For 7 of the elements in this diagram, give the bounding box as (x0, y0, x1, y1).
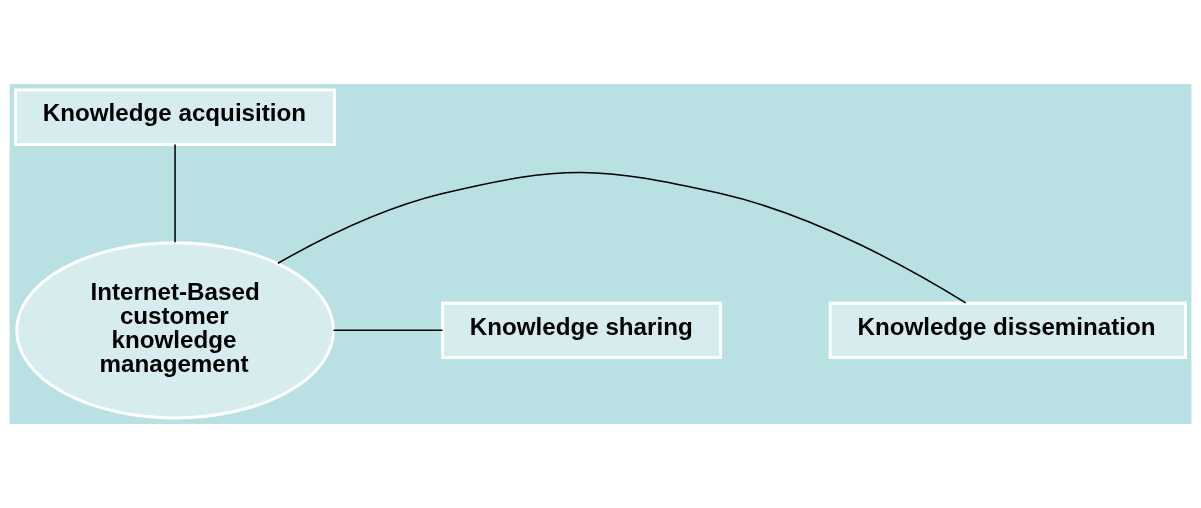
node-ellipse: Internet-Based customer knowledge management (15, 241, 335, 420)
node-box: Knowledge sharing (441, 301, 723, 360)
connector (174, 143, 176, 244)
connector (332, 329, 444, 332)
node-box: Knowledge dissemination (828, 301, 1187, 360)
connector (277, 171, 967, 304)
node-box: Knowledge acquisition (14, 88, 336, 146)
